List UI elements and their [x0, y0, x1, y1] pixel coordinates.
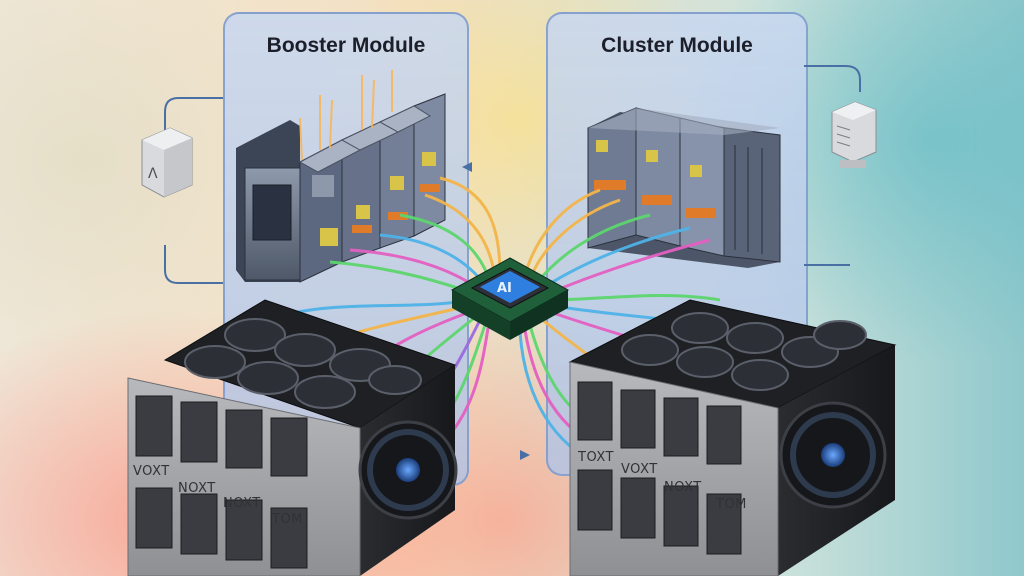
- right-side-fan: [779, 401, 887, 509]
- right-case-label-2: VOXT: [621, 462, 658, 477]
- right-case-label-4: TOM: [716, 497, 747, 512]
- right-server-case: [568, 299, 897, 576]
- cluster-blade: [679, 117, 725, 257]
- right-top-fans: [621, 312, 867, 391]
- heat-glow: [299, 70, 393, 161]
- left-case-label-2: NOXT: [178, 481, 216, 496]
- booster-cooling-tops: [298, 105, 432, 173]
- left-top-fans: [184, 318, 422, 409]
- booster-rack: [236, 70, 446, 283]
- chip-logo-text: AI: [497, 281, 512, 296]
- right-case-label-1: TOXT: [578, 450, 614, 465]
- booster-blade: [299, 139, 343, 283]
- left-front-vents: [135, 395, 308, 569]
- cluster-rack: [587, 107, 781, 268]
- cluster-module-title: Cluster Module: [601, 34, 753, 57]
- left-server-case: [127, 299, 458, 576]
- flow-arrow: [462, 162, 530, 460]
- booster-module-title: Booster Module: [266, 34, 426, 57]
- left-server-icon: Λ: [141, 127, 193, 198]
- right-front-vents: [577, 381, 742, 555]
- right-case-label-3: NOXT: [664, 480, 702, 495]
- left-case-label-1: VOXT: [133, 464, 170, 479]
- right-server-icon: [831, 101, 877, 168]
- central-chip: AI: [450, 257, 570, 340]
- right-bracket-line: [804, 65, 861, 266]
- left-case-label-4: TOM: [272, 512, 303, 527]
- left-bracket-line: [164, 97, 223, 284]
- svg-text:Λ: Λ: [148, 166, 158, 182]
- left-side-fan: [358, 420, 458, 520]
- left-case-label-3: NOXT: [223, 496, 261, 511]
